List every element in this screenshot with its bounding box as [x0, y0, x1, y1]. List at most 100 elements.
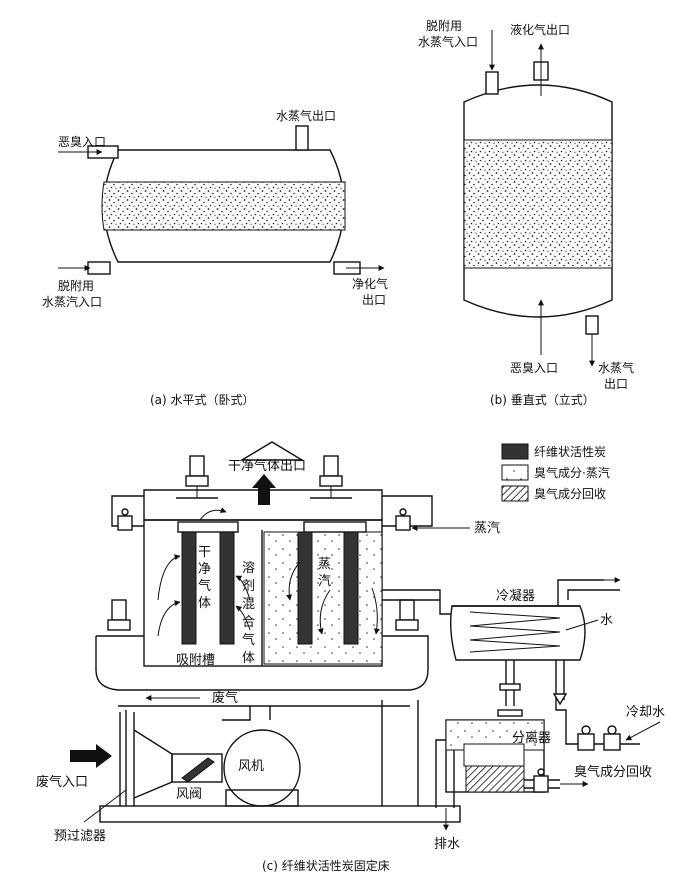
- legend-label-carbon: 纤维状活性炭: [534, 445, 606, 459]
- separator-recovery: [465, 765, 525, 793]
- svg-text:体: 体: [198, 596, 211, 611]
- cooling-in-arrow: [625, 721, 661, 741]
- label-separator: 分离器: [512, 730, 551, 746]
- caption-c: (c) 纤维状活性炭固定床: [262, 858, 390, 873]
- motor: [310, 455, 352, 499]
- flow-arrow: [199, 507, 227, 521]
- label-waste-gas: 废气: [212, 690, 238, 706]
- label-steam: 蒸汽: [474, 521, 500, 536]
- caption-a: (a) 水平式（卧式）: [150, 393, 255, 407]
- label-v-odor-inlet: 恶臭入口: [510, 360, 558, 375]
- valve: [395, 508, 411, 531]
- label-drain: 排水: [434, 837, 460, 852]
- label-damper: 风阀: [176, 787, 202, 802]
- fixed-bed-diagram: 干 净 气 体 溶 剂 混 合 气 体 蒸 汽 吸附槽 干净气体出口 蒸汽 废气: [36, 441, 665, 873]
- label-odor-inlet: 恶臭入口: [58, 134, 106, 149]
- horizontal-carbon-bed: [101, 181, 346, 231]
- check-valve: [552, 693, 568, 706]
- label-condenser: 冷凝器: [496, 588, 535, 604]
- horizontal-vessel-diagram: 恶臭入口 水蒸气出口 脱附用 水蒸汽入口 净化气 出口 (a) 水平式（卧式）: [42, 108, 388, 407]
- condenser-coil: [469, 611, 561, 653]
- label-clean-gas-vertical: 干 净 气 体: [198, 545, 211, 611]
- label-liquefied-outlet: 液化气出口: [510, 22, 570, 37]
- outlet-cap: [239, 441, 305, 461]
- svg-text:溶: 溶: [242, 561, 255, 576]
- flow-arrow: [235, 575, 251, 601]
- flow-arrow: [157, 600, 181, 637]
- motor: [107, 599, 131, 631]
- label-clean-outlet-2: 出口: [362, 293, 386, 307]
- steam-inlet-pipe: [87, 261, 111, 275]
- label-steam-outlet: 水蒸气出口: [276, 108, 336, 123]
- condensate-pipe: [505, 660, 515, 706]
- svg-text:剂: 剂: [242, 579, 255, 594]
- label-steam-vertical: 蒸 汽: [318, 557, 331, 589]
- water-leader: [565, 619, 599, 631]
- label-v-steam-inlet-2: 水蒸气入口: [418, 34, 478, 49]
- svg-text:气: 气: [198, 578, 211, 594]
- label-clean-outlet-1: 净化气: [352, 276, 388, 291]
- flow-arrow: [157, 554, 181, 601]
- svg-text:合: 合: [242, 615, 255, 630]
- damper-duct: [133, 729, 173, 799]
- condenser: [449, 605, 586, 661]
- label-odor-recovery: 臭气成分回收: [574, 764, 652, 780]
- prefilter-frame: [119, 712, 135, 806]
- flow-arrow: [317, 589, 331, 635]
- desorbing-chamber: [263, 531, 383, 665]
- vapor-pipe: [382, 589, 452, 615]
- label-prefilter: 预过滤器: [54, 829, 106, 844]
- legend-label-odor-steam: 臭气成分·蒸汽: [534, 465, 610, 480]
- vertical-vessel-diagram: 脱附用 水蒸气入口 液化气出口 恶臭入口 水蒸气 出口 (b) 垂直式（立式）: [418, 18, 634, 407]
- valve: [533, 768, 549, 793]
- steam-outlet-pipe: [295, 125, 309, 151]
- caption-b: (b) 垂直式（立式）: [490, 392, 595, 407]
- svg-text:汽: 汽: [318, 574, 331, 589]
- svg-text:混: 混: [242, 597, 255, 612]
- label-cooling-water: 冷却水: [626, 705, 665, 720]
- legend-swatch-odor-steam: [501, 464, 529, 481]
- legend-swatch-carbon: [501, 443, 529, 460]
- label-adsorb-tank: 吸附槽: [176, 653, 215, 668]
- svg-text:净: 净: [198, 562, 211, 577]
- label-water: 水: [600, 613, 613, 628]
- svg-text:体: 体: [242, 651, 255, 666]
- drain-pipe: [435, 739, 446, 808]
- prefilter-leader: [83, 789, 127, 823]
- label-steam-inlet-1: 脱附用: [58, 278, 94, 293]
- cooling-in-pipe: [555, 660, 640, 745]
- base-frame: [99, 805, 461, 823]
- flange: [497, 683, 523, 717]
- motor: [176, 455, 218, 499]
- label-fan: 风机: [238, 759, 264, 774]
- label-v-steam-outlet-1: 水蒸气: [598, 360, 634, 375]
- carbon-layer-left: [219, 531, 235, 645]
- legend: 纤维状活性炭 臭气成分·蒸汽 臭气成分回收: [501, 443, 610, 502]
- svg-text:气: 气: [242, 632, 255, 648]
- fan-base: [225, 789, 299, 807]
- vertical-carbon-bed: [463, 139, 613, 269]
- carbon-layer-left: [181, 531, 197, 645]
- vertical-steam-inlet-pipe: [485, 71, 499, 95]
- cylinder-cap: [177, 521, 239, 533]
- clean-outlet-arrow: [252, 474, 276, 505]
- waste-inlet-arrow: [70, 744, 112, 768]
- damper-blade: [181, 757, 215, 783]
- label-v-steam-outlet-2: 出口: [604, 377, 628, 391]
- legend-swatch-recovery: [501, 485, 529, 502]
- bottom-duct: [95, 635, 429, 691]
- label-solvent-vertical: 溶 剂 混 合 气 体: [242, 561, 255, 666]
- valve: [117, 508, 133, 531]
- label-waste-inlet: 废气入口: [36, 774, 88, 790]
- fan-duct: [222, 706, 271, 721]
- flow-arrow: [235, 605, 251, 631]
- valve: [577, 725, 595, 751]
- separator-middle: [463, 743, 525, 767]
- svg-text:干: 干: [198, 545, 211, 560]
- motor: [395, 599, 419, 631]
- label-clean-outlet: 干净气体出口: [228, 458, 306, 474]
- carbon-layer-right: [297, 531, 313, 645]
- label-v-steam-inlet-1: 脱附用: [426, 18, 462, 33]
- flow-arrow: [286, 561, 301, 601]
